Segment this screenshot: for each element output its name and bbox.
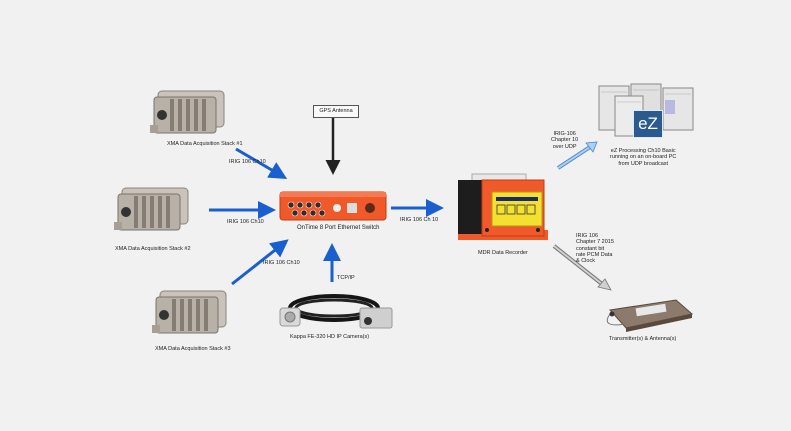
- transmitter-device-image: [606, 299, 694, 332]
- ip-camera[interactable]: [276, 286, 396, 334]
- xma-stack-2-label: XMA Data Acquisition Stack #2: [115, 246, 191, 252]
- xma-device-image: [150, 90, 225, 134]
- edge-label-recorder-ez: IRIG-106 Chapter 10 over UDP: [551, 131, 578, 150]
- edge-label-line: & Clock: [576, 258, 595, 265]
- edge-label-line: over UDP: [552, 143, 577, 150]
- xma-device-image: [114, 187, 189, 231]
- xma-device-image: [152, 290, 227, 334]
- ethernet-switch[interactable]: [279, 190, 387, 222]
- arrow-xma3-to-switch: [231, 239, 289, 286]
- arrow-recorder-to-ez: [556, 141, 598, 170]
- edge-label-camera: TCP/IP: [337, 275, 355, 281]
- edge-label-line: rate PCM Data: [576, 251, 613, 258]
- data-recorder[interactable]: [452, 170, 552, 244]
- edge-label-xma3: IRIG 106 Ch10: [263, 260, 300, 266]
- ez-label-line: running on an on-board PC: [610, 154, 677, 161]
- arrow-xma1-to-switch: [235, 147, 288, 180]
- xma-stack-1[interactable]: [140, 83, 234, 139]
- camera-device-image: [279, 294, 393, 329]
- gps-antenna-node[interactable]: GPS Antenna: [313, 105, 359, 118]
- data-recorder-label: MDR Data Recorder: [478, 250, 528, 256]
- ip-camera-label: Kappa FE-320 HD IP Camera(s): [290, 334, 370, 340]
- edge-label-xma1: IRIG 106 Ch10: [229, 159, 266, 165]
- switch-device-image: [279, 191, 387, 221]
- edge-label-line: IRIG-106: [553, 131, 576, 137]
- xma-stack-3-label: XMA Data Acquisition Stack #3: [155, 346, 231, 352]
- edge-label-line: constant bit: [576, 245, 605, 252]
- edge-label-xma2: IRIG 106 Ch10: [227, 219, 264, 225]
- edge-label-line: IRIG 106: [576, 233, 599, 239]
- ez-processing-label: eZ Processing Ch10 Basic running on an o…: [610, 148, 676, 167]
- edge-label-line: Chapter 7 2015: [576, 239, 614, 246]
- ez-label-line: eZ Processing Ch10 Basic: [610, 148, 676, 154]
- ez-logo: eZ: [633, 110, 663, 138]
- edge-label-line: Chapter 10: [551, 137, 579, 144]
- xma-stack-3[interactable]: [142, 283, 236, 339]
- ez-processing-software[interactable]: eZ: [597, 82, 697, 142]
- xma-stack-2[interactable]: [104, 180, 198, 236]
- xma-stack-1-label: XMA Data Acquisition Stack #1: [167, 141, 243, 147]
- ez-label-line: from UDP broadcast: [618, 160, 669, 167]
- arrow-recorder-to-transmitter: [552, 244, 612, 291]
- ethernet-switch-label: OnTime 8 Port Ethernet Switch: [297, 225, 380, 231]
- edge-label-recorder-transmitter: IRIG 106 Chapter 7 2015 constant bit rat…: [576, 233, 614, 265]
- recorder-device-image: [458, 173, 548, 240]
- edge-label-switch-recorder: IRIG 106 Ch 10: [400, 217, 439, 223]
- transmitter[interactable]: [596, 294, 696, 338]
- transmitter-label: Transmitter(s) & Antenna(s): [609, 336, 677, 342]
